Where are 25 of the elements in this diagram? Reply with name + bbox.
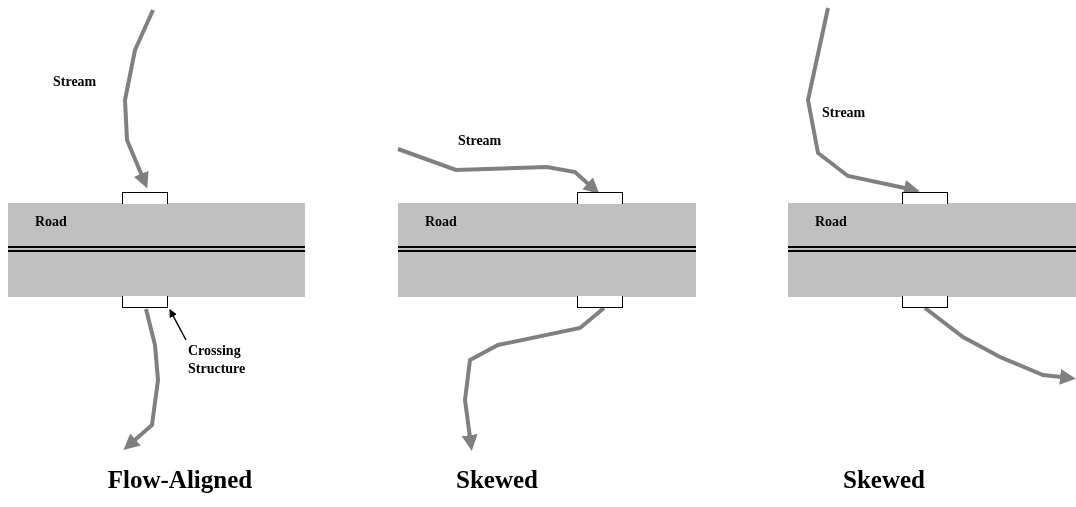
road-band (8, 203, 305, 297)
stream-arrow (123, 308, 160, 450)
road-band (398, 203, 696, 297)
road-label: Road (815, 214, 847, 230)
crossing-structure-outline (902, 296, 948, 308)
crossing-structure-outline (577, 192, 623, 204)
stream-label: Stream (822, 105, 866, 121)
panel-caption: Skewed (456, 466, 538, 494)
crossing-structure-outline (577, 296, 623, 308)
crossing-structure-outline (902, 192, 948, 204)
road-band (788, 203, 1076, 297)
stream-arrow (461, 306, 606, 451)
panel-caption: Skewed (843, 466, 925, 494)
stream-label: Stream (458, 133, 502, 149)
stream-arrow (397, 147, 600, 194)
road-label: Road (35, 214, 67, 230)
panel-caption: Flow-Aligned (107, 466, 253, 494)
leader-line (169, 309, 187, 341)
stream-arrow (123, 9, 155, 189)
stream-label: Stream (53, 74, 97, 90)
crossing-structure-outline (122, 192, 168, 204)
crossing-structure-outline (122, 296, 168, 308)
stream-arrow (923, 306, 1076, 385)
road-label: Road (425, 214, 457, 230)
callout-text: Crossing Structure (188, 342, 278, 378)
